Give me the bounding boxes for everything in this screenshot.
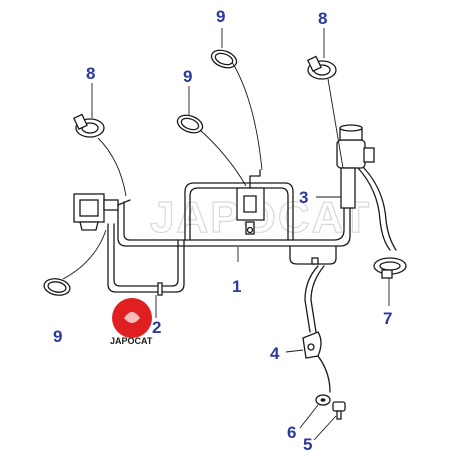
callout-9-mid: 9	[183, 67, 192, 86]
callout-1: 1	[232, 277, 241, 296]
callout-2: 2	[152, 318, 161, 337]
o-ring-top	[210, 49, 238, 69]
center-valve	[236, 169, 265, 235]
callout-8-left: 8	[86, 64, 95, 83]
bolt	[332, 401, 346, 420]
callout-4: 4	[270, 344, 280, 363]
logo-text: JAPOCAT	[110, 336, 153, 346]
callout-6: 6	[287, 423, 296, 442]
callout-9-left: 9	[53, 327, 62, 346]
callouts: 9 8 8 9 3 1 9 2 7 4 6 5	[53, 7, 392, 452]
hose-clamp-right	[306, 55, 337, 80]
hose-clamp-left	[72, 113, 105, 138]
callout-7: 7	[383, 309, 392, 328]
japocat-logo: JAPOCAT	[110, 298, 153, 346]
callout-9-top: 9	[216, 7, 225, 26]
o-ring-left	[43, 278, 71, 296]
o-ring-mid	[176, 114, 204, 134]
left-solenoid-valve	[73, 193, 131, 231]
main-hose-assembly	[117, 169, 351, 333]
hose-bracket	[302, 331, 331, 393]
leader-lines	[62, 28, 390, 441]
washer	[315, 394, 331, 406]
callout-5: 5	[303, 435, 312, 452]
hose-clamp-7	[373, 257, 407, 279]
sub-hose	[107, 223, 185, 296]
right-canister	[336, 124, 397, 251]
callout-8-right: 8	[318, 9, 327, 28]
callout-3: 3	[299, 188, 308, 207]
